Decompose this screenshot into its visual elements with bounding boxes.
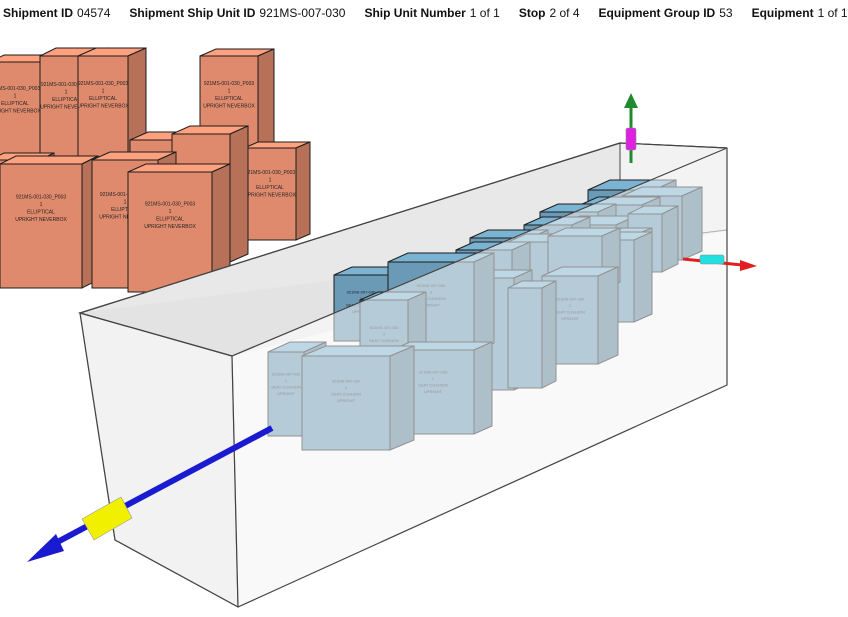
loaded-box-label: 921MS-007-030 [347, 289, 376, 294]
staged-box-label: ELLIPTICAL [111, 207, 139, 213]
staged-box-label: 1 [102, 89, 105, 95]
z-axis-gizmo[interactable] [27, 425, 274, 562]
staged-box-label: 921MS-001-030_P003 [16, 195, 67, 201]
staged-box-label: 1 [14, 94, 17, 100]
staged-box-label: 921MS-001-030_P003 [100, 192, 151, 198]
staged-box-label: 921MS-001-030_P003 [145, 202, 196, 208]
staged-box-label: 921MS-001-030_P003 [0, 86, 40, 92]
staged-box-side [229, 125, 249, 263]
staged-box-side [295, 141, 311, 241]
container-edge-vertical [231, 355, 239, 608]
staged-box-label: 1 [65, 90, 68, 96]
y-axis-gizmo[interactable] [624, 93, 638, 163]
x-axis-handle[interactable] [699, 254, 725, 265]
container-side-face [232, 148, 727, 607]
z-axis-handle[interactable] [81, 496, 133, 541]
container-front [79, 142, 728, 609]
staged-box-front [127, 171, 213, 293]
staged-box-label: 1 [269, 177, 272, 183]
staged-box-label: 1 [124, 199, 127, 205]
staged-box-label: ELLIPTICAL [89, 96, 117, 102]
staged-box-label: UPRIGHT NEVERBOX [99, 214, 151, 220]
z-axis-line [46, 425, 274, 550]
staged-box-label: ELLIPTICAL [27, 210, 55, 216]
staged-box-label: UPRIGHT NEVERBOX [144, 224, 196, 230]
x-axis-arrowhead [740, 260, 757, 271]
staged-box-label: ELLIPTICAL [256, 185, 284, 191]
staged-box-label: UPRIGHT NEVERBOX [15, 217, 67, 223]
staged-box-label: UPRIGHT NEVERBOX [203, 104, 255, 110]
loaded-box-label: 1 [360, 296, 363, 301]
staged-box-label: UPRIGHT NEVERBOX [244, 192, 296, 198]
staged-box-label: ELLIPTICAL [1, 101, 29, 107]
y-axis-arrowhead [624, 93, 638, 108]
container-edges [79, 142, 728, 608]
staged-box-label: 921MS-001-030_P003 [204, 81, 255, 87]
staged-box-label: UPRIGHT NEVERBOX [77, 104, 129, 110]
staged-box-label: 921MS-001-030_P003 [245, 170, 296, 176]
staged-box-label: ELLIPTICAL [156, 217, 184, 223]
staged-box-label: ELLIPTICAL [215, 96, 243, 102]
staged-box-label: 921MS-001-030_P003 [41, 82, 92, 88]
staged-box-label: 1 [40, 202, 43, 208]
y-axis-handle[interactable] [625, 127, 637, 151]
x-axis-gizmo[interactable] [682, 254, 757, 271]
staged-box-front [0, 163, 83, 289]
staged-box-label: UPRIGHT NEVERBOX [40, 105, 92, 111]
staged-box-label: 921MS-001-030_P003 [78, 81, 129, 87]
staged-box-label: 1 [228, 89, 231, 95]
staged-box-label: 1 [169, 209, 172, 215]
z-axis-arrowhead [27, 534, 64, 562]
staged-box-label: ELLIPTICAL [52, 97, 80, 103]
staged-box-label: UPRIGHT NEVERBOX [0, 109, 41, 115]
